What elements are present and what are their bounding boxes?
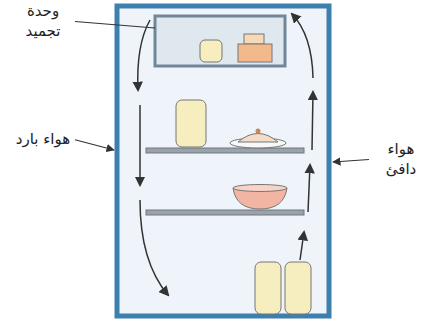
fridge-body (117, 6, 329, 316)
shelf (146, 210, 304, 215)
leader-line (75, 22, 155, 29)
callout-label: وحدة تجميد (14, 2, 72, 41)
freezer-box-small (244, 34, 264, 44)
freezer-jar (200, 40, 222, 62)
leader-line (75, 140, 114, 150)
jar (176, 100, 206, 147)
cold-air-arrows (138, 20, 168, 295)
bottle (285, 262, 311, 314)
shelf (146, 148, 304, 153)
freezer-unit (155, 16, 285, 66)
lid-knob (256, 129, 261, 134)
callout-label: هواء دافئ (372, 140, 430, 179)
bowl-rim (233, 185, 287, 192)
dish-lid (238, 134, 278, 143)
bottle (255, 262, 281, 314)
leader-line (333, 160, 369, 163)
callout-label: هواء بارد (14, 130, 72, 150)
warm-air-arrows (292, 14, 313, 260)
freezer-box (238, 44, 272, 62)
